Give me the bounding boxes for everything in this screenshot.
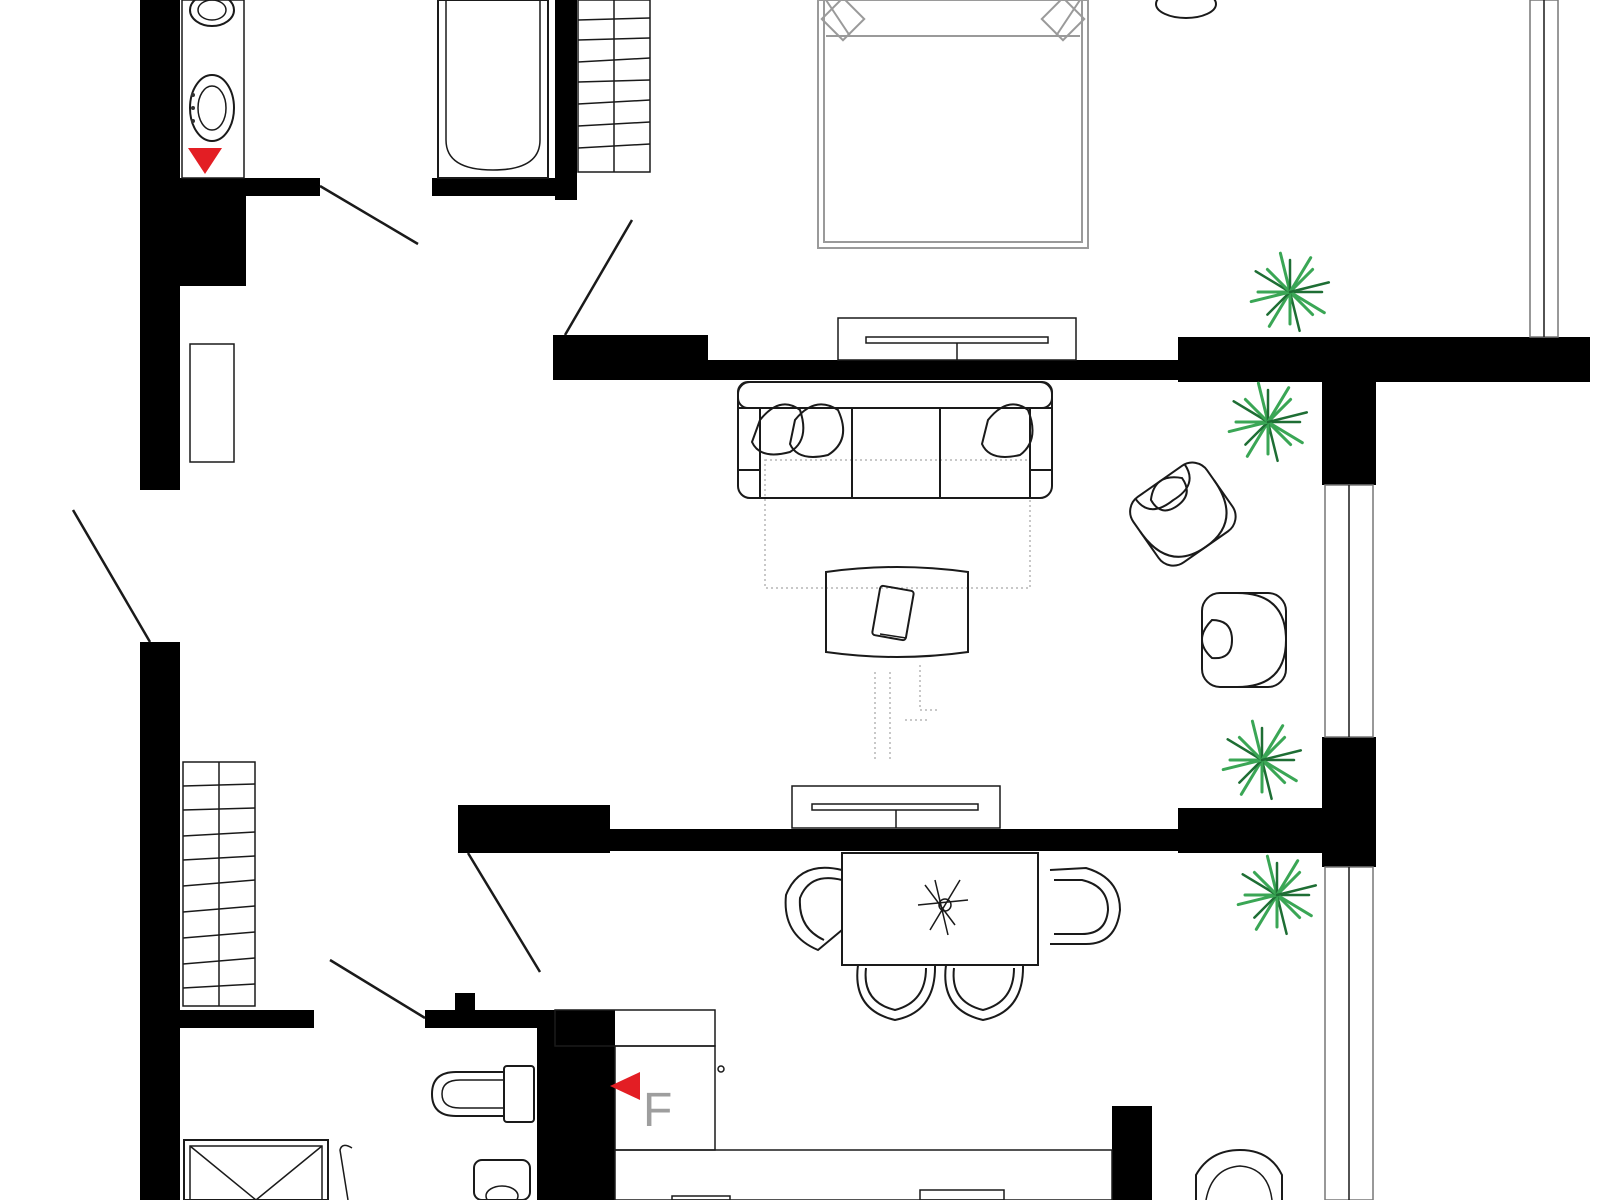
wall-wc-top [425,1010,553,1028]
wall-kitchen-left [537,1010,615,1200]
door-kitchen [466,852,542,973]
wall-bath-block [180,196,246,286]
nightstand-lamp [1155,0,1217,19]
shower-hose [339,1144,353,1200]
kitchen-sink [671,1195,731,1200]
plant-icon [1249,251,1331,333]
wall-left-lower [140,642,180,1200]
wall-left-upper [140,0,180,490]
dining-chair-icon [944,964,1025,1022]
wall-bed-bottom-left [553,335,708,380]
door-bedroom [563,219,634,336]
marker-icon [188,148,222,174]
wall-bed-bottom-right [1178,337,1590,382]
washbasin-icon [189,0,235,27]
wall-kitchen-post [1112,1106,1152,1200]
hallway-bench [189,343,235,463]
wall-bath-tub-bottom [432,178,562,196]
plants [1221,251,1331,936]
wall-bath-bottom [180,178,320,196]
plant-icon [1227,381,1309,463]
wall-bath-right-post [555,0,577,200]
washbasin-icon [473,1159,531,1200]
vanity-counter [181,0,245,179]
dining-chair-icon [784,866,843,952]
dining-area [784,852,1122,1022]
shower-icon [183,1139,329,1200]
kitchen: F [554,1009,1283,1200]
dining-table-icon [841,852,1039,966]
wall-wc-top-stub [455,993,475,1010]
kitchen-hob [919,1189,1005,1200]
kitchen-counter-bottom [614,1149,1113,1200]
living-room [737,381,1288,829]
tv-console-icon [837,317,1077,361]
armchair-icon [1201,592,1288,688]
door-bathroom [319,184,419,246]
plant-icon [1236,854,1318,936]
wall-living-right-upper [1322,380,1376,485]
sofa-icon [737,381,1053,499]
wall-bed-bottom-mid [708,360,1178,380]
wardrobe-icon [182,761,256,1007]
tv-console-icon [791,785,1001,829]
dining-chair-icon [1049,866,1122,945]
coffee-table-icon [825,566,969,658]
shower-room [183,1065,535,1200]
kitchen-fridge-label: F [643,1084,672,1137]
toilet-icon [430,1065,535,1123]
armchair-icon [1195,1148,1283,1200]
bedroom [817,0,1217,361]
rug [764,459,1031,589]
wall-living-bottom-right [1178,808,1376,853]
table-decor [917,879,969,936]
dining-chair-icon [856,964,937,1022]
windows [1324,0,1559,1200]
wall-living-bottom-left [458,805,610,853]
wardrobe-icon [577,0,651,173]
wall-wardrobe-bottom [180,1010,314,1028]
plant-icon [1221,719,1303,801]
marker-icon [610,1072,640,1100]
double-bed-icon [817,0,1089,249]
tv-cable-dotted [874,665,940,760]
bathtub-icon [437,0,549,179]
washbasin-icon [189,74,235,142]
bathroom [181,0,651,179]
doors [71,184,634,1020]
walls [140,0,1590,1200]
door-wc [329,958,426,1020]
wall-living-bottom-mid [610,829,1180,851]
armchair-icon [1129,461,1237,567]
door-entrance [71,509,152,643]
